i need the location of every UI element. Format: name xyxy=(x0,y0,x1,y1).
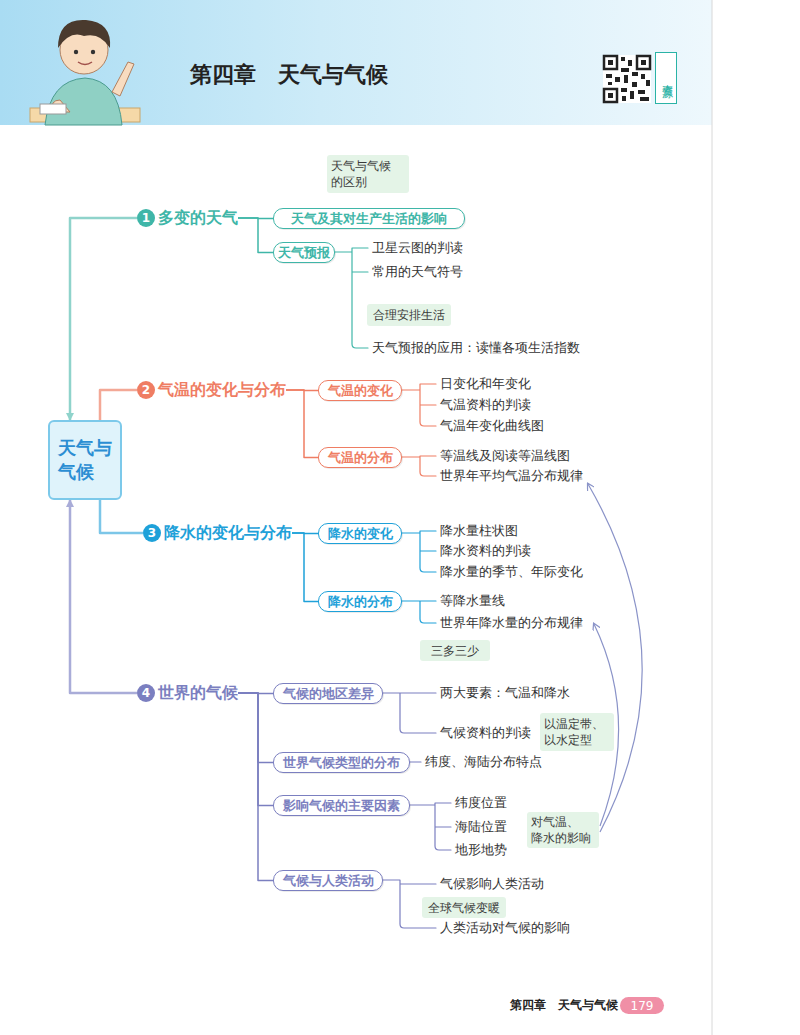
page-number: 179 xyxy=(620,997,664,1014)
qr-code xyxy=(603,55,651,103)
node-text: 世界气候类型的分布 xyxy=(283,754,400,772)
branch-number: 1 xyxy=(137,209,155,227)
node-text: 天气与 气候 xyxy=(58,436,112,484)
node-text: 气候与人类活动 xyxy=(283,872,374,890)
leader-line xyxy=(402,531,436,572)
node-text: 合理安排生活 xyxy=(373,307,445,323)
connector xyxy=(238,693,273,881)
connector xyxy=(238,693,273,806)
leaf-text: 人类活动对气候的影响 xyxy=(440,920,570,936)
node-text: 全球气候变暖 xyxy=(428,900,500,916)
node-text: 降水的变化 xyxy=(328,525,393,543)
branch-title: 世界的气候 xyxy=(158,683,238,704)
leader-line xyxy=(402,456,436,476)
connector xyxy=(100,390,137,420)
connector xyxy=(292,533,318,602)
topic-box: 气候的地区差异 xyxy=(273,683,383,704)
topic-box: 气候与人类活动 xyxy=(273,870,383,891)
leaf-text: 日变化和年变化 xyxy=(440,376,531,392)
leader-line xyxy=(383,693,436,733)
connector xyxy=(286,390,318,458)
note-box: 全球气候变暖 xyxy=(422,897,506,918)
branch-tag: 3降水的变化与分布 xyxy=(143,523,292,543)
kid-illustration xyxy=(30,20,140,125)
leaf-text: 等温线及阅读等温线图 xyxy=(440,448,570,464)
resource-tag: 查资源 xyxy=(655,52,677,104)
note-box: 天气与气候 的区别 xyxy=(327,155,409,193)
node-text: 179 xyxy=(631,999,654,1013)
leader-line xyxy=(410,803,451,850)
connector xyxy=(100,500,143,533)
branch-title: 降水的变化与分布 xyxy=(164,523,292,544)
leaf-text: 气温年变化曲线图 xyxy=(440,418,544,434)
branch-tag: 2气温的变化与分布 xyxy=(137,380,286,400)
branch-tag: 4世界的气候 xyxy=(137,683,238,703)
topic-box: 天气及其对生产生活的影响 xyxy=(273,208,465,229)
node-text: 以温定带、 以水定型 xyxy=(544,716,610,748)
leaf-text: 降水资料的判读 xyxy=(440,543,531,559)
leaf-text: 气候影响人类活动 xyxy=(440,876,544,892)
connector xyxy=(238,693,273,763)
leaf-text: 气候资料的判读 xyxy=(440,725,531,741)
node-text: 气候的地区差异 xyxy=(283,685,374,703)
node-text: 三多三少 xyxy=(431,643,479,659)
footer-text: 第四章 天气与气候 xyxy=(510,997,618,1013)
note-box: 以温定带、 以水定型 xyxy=(540,713,614,751)
leaf-text: 卫星云图的判读 xyxy=(372,240,463,256)
leaf-text: 降水量的季节、年际变化 xyxy=(440,564,583,580)
topic-box: 气温的分布 xyxy=(318,447,402,468)
chapter-title: 第四章 天气与气候 xyxy=(190,60,388,90)
leaf-text: 世界年降水量的分布规律 xyxy=(440,615,583,631)
leaf-text: 两大要素：气温和降水 xyxy=(440,685,570,701)
node-text: 降水的分布 xyxy=(328,593,393,611)
node-text: 气温的分布 xyxy=(328,449,393,467)
node-text: 气温的变化 xyxy=(328,382,393,400)
leaf-text: 地形地势 xyxy=(455,842,507,858)
topic-box: 气温的变化 xyxy=(318,380,402,401)
node-text: 天气及其对生产生活的影响 xyxy=(291,210,447,228)
branch-number: 2 xyxy=(137,381,155,399)
leaf-text: 降水量柱状图 xyxy=(440,523,518,539)
leader-line xyxy=(410,761,421,762)
leader-line xyxy=(402,601,436,623)
node-text: 天气预报 xyxy=(278,244,330,262)
note-box: 合理安排生活 xyxy=(367,304,451,326)
leaf-text: 纬度位置 xyxy=(455,795,507,811)
leaf-text: 纬度、海陆分布特点 xyxy=(425,754,542,770)
connector xyxy=(70,218,137,420)
leaf-text: 常用的天气符号 xyxy=(372,264,463,280)
leader-line xyxy=(402,384,436,426)
node-text: 对气温、 降水的影响 xyxy=(531,814,595,846)
topic-box: 世界气候类型的分布 xyxy=(273,752,410,773)
note-box: 三多三少 xyxy=(420,640,490,661)
leaf-text: 海陆位置 xyxy=(455,819,507,835)
note-box: 对气温、 降水的影响 xyxy=(527,812,599,848)
branch-tag: 1多变的天气 xyxy=(137,208,238,228)
branch-number: 3 xyxy=(143,524,161,542)
curved-arrow xyxy=(588,484,642,832)
node-text: 天气与气候 的区别 xyxy=(331,158,405,190)
page-edge xyxy=(712,0,713,1035)
branch-title: 气温的变化与分布 xyxy=(158,380,286,401)
topic-box: 降水的变化 xyxy=(318,523,402,544)
node-text: 影响气候的主要因素 xyxy=(283,797,400,815)
leaf-text: 等降水量线 xyxy=(440,593,505,609)
connector xyxy=(238,218,273,253)
leaf-text: 气温资料的判读 xyxy=(440,397,531,413)
root-box: 天气与 气候 xyxy=(48,420,122,500)
node-text: 查资源 xyxy=(659,75,674,81)
branch-title: 多变的天气 xyxy=(158,208,238,229)
connector xyxy=(70,500,137,693)
topic-box: 天气预报 xyxy=(273,242,335,263)
topic-box: 降水的分布 xyxy=(318,591,402,612)
branch-number: 4 xyxy=(137,684,155,702)
leaf-text: 天气预报的应用：读懂各项生活指数 xyxy=(372,340,580,356)
leader-line xyxy=(335,248,368,348)
leaf-text: 世界年平均气温分布规律 xyxy=(440,468,583,484)
topic-box: 影响气候的主要因素 xyxy=(273,795,410,816)
